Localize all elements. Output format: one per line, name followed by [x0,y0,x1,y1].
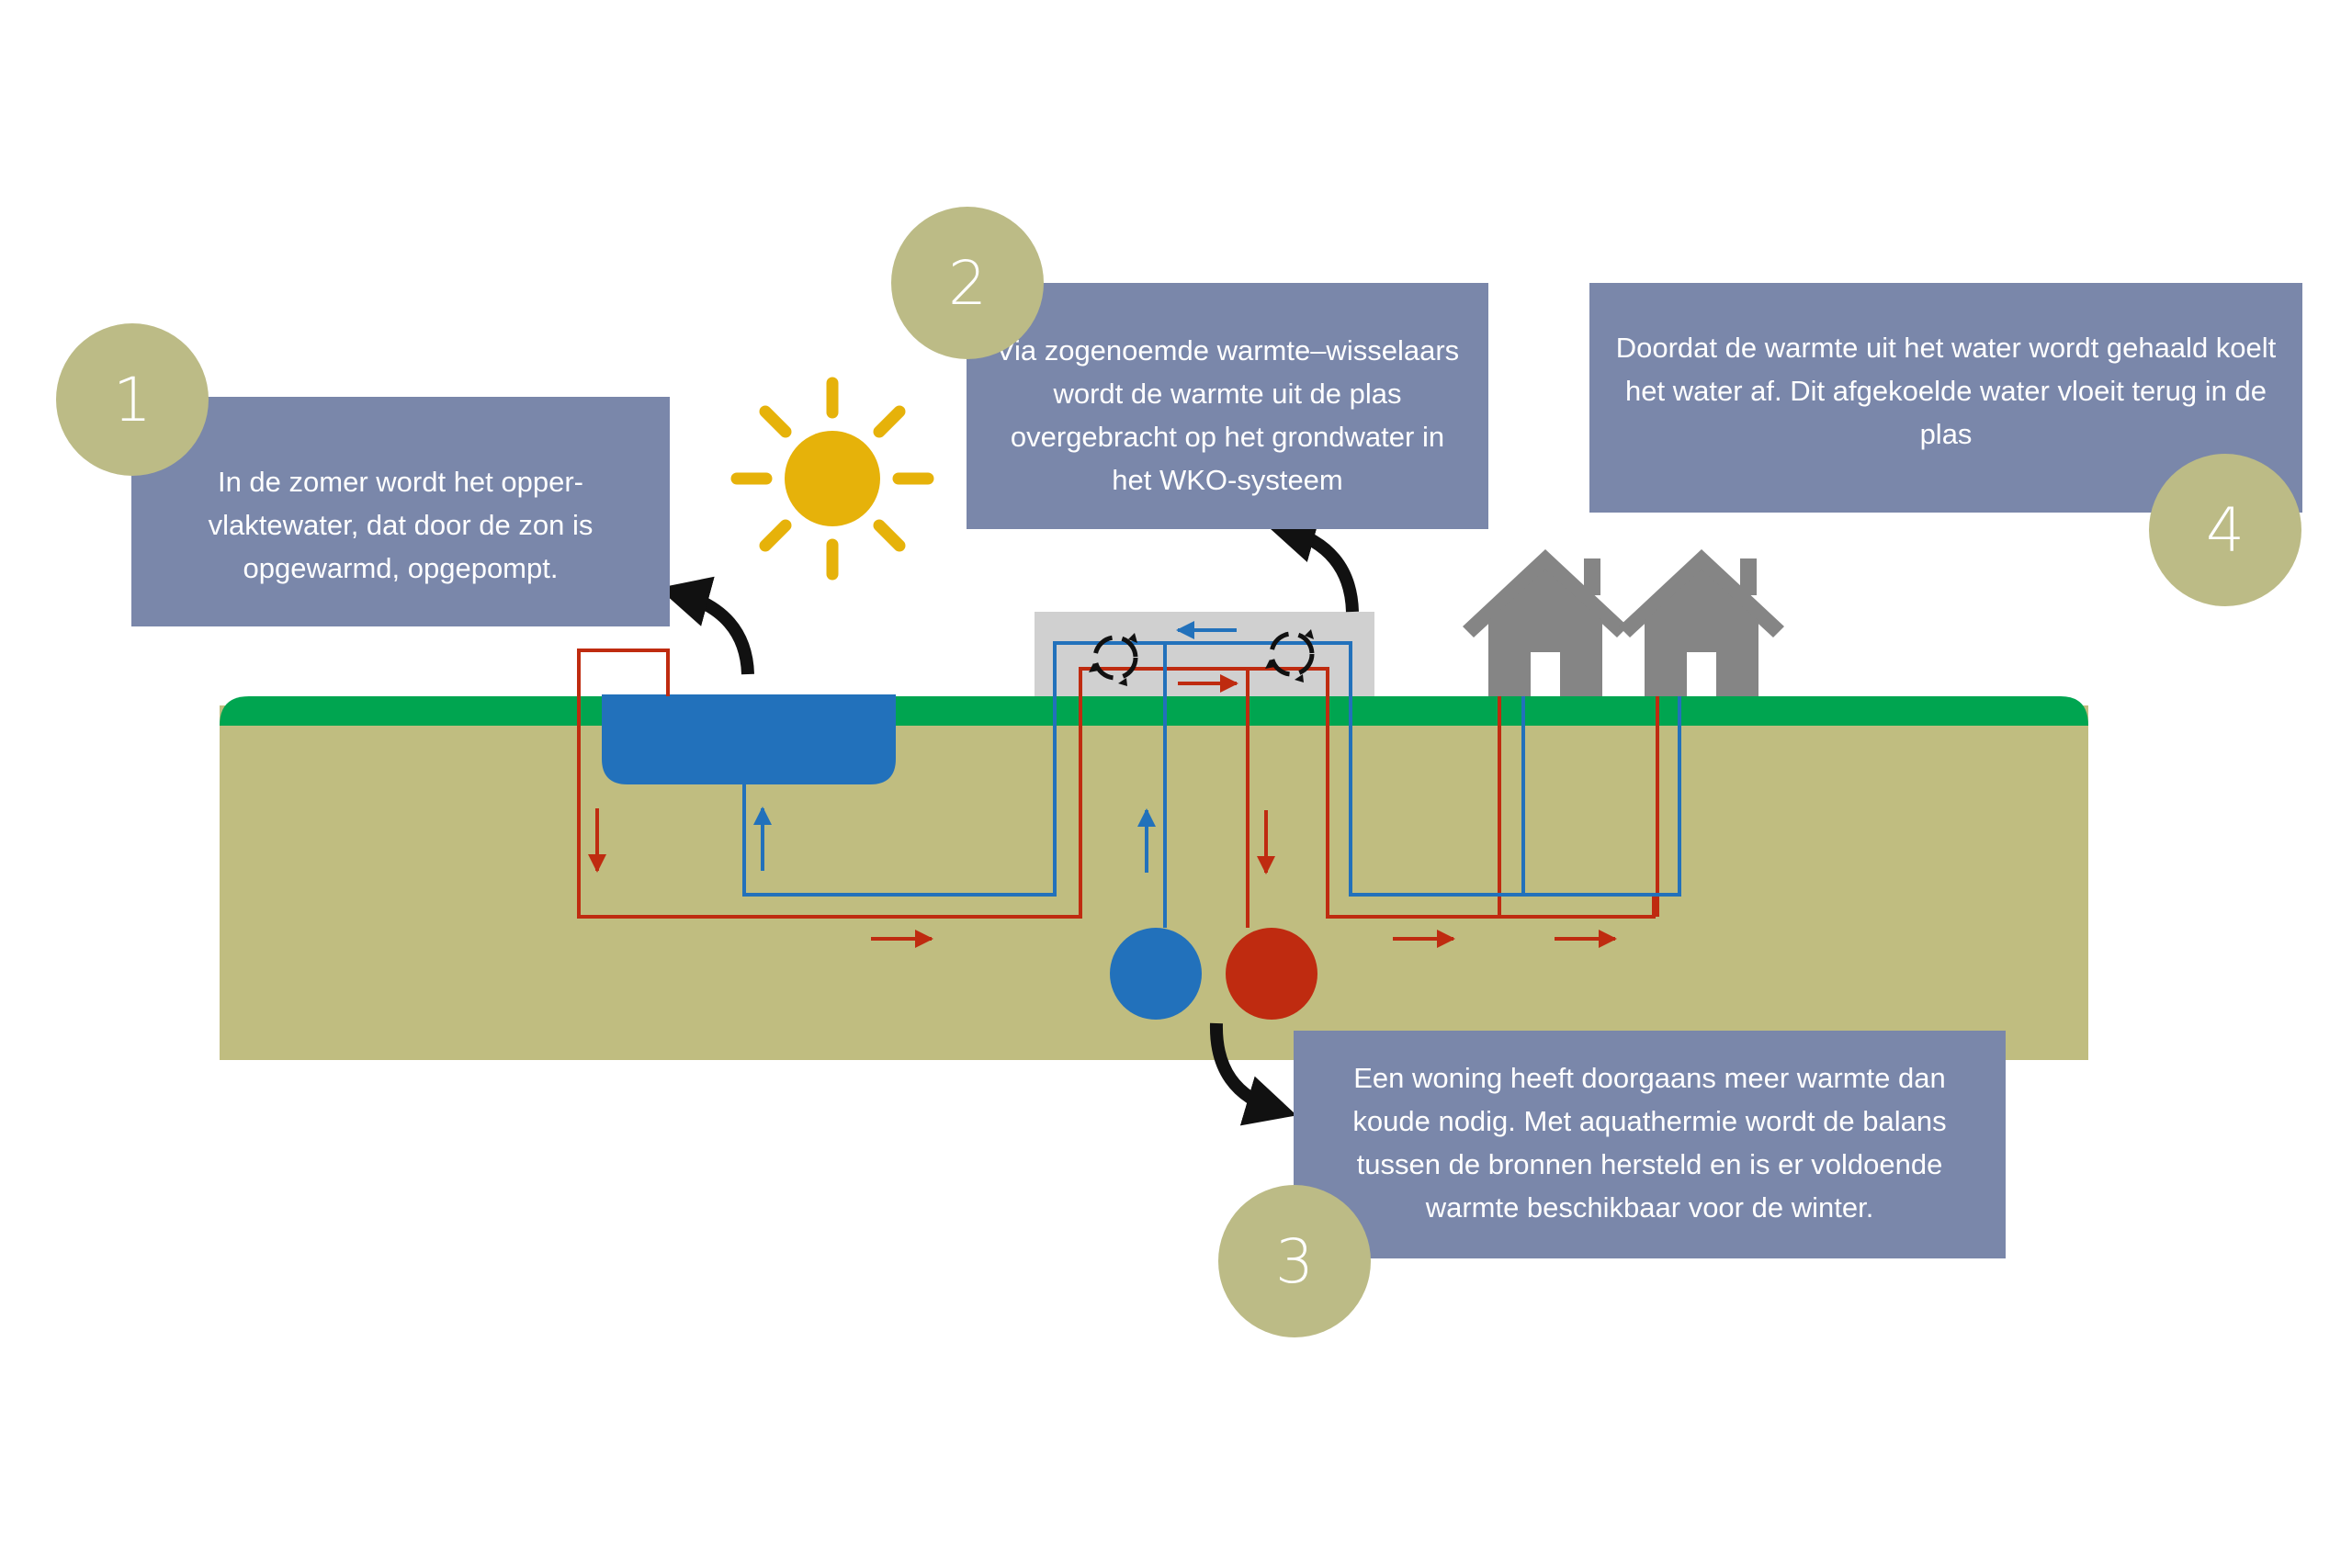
grass-strip [220,696,2088,726]
step-2-text: Via zogenoemde warmte–wisselaars wordt d… [995,334,1460,496]
house-icon [1619,549,1784,696]
step-4-description: Doordat de warmte uit het water wordt ge… [1589,283,2302,513]
house-icon [1463,549,1628,696]
warm-well [1226,928,1317,1020]
step-1-number: 1 [113,364,152,435]
step-4-number: 4 [2206,494,2245,566]
step-2-description: Via zogenoemde warmte–wisselaars wordt d… [967,283,1488,529]
step-3-number: 3 [1275,1225,1314,1297]
pond [602,694,896,784]
step-3-badge: 3 [1218,1185,1371,1337]
warm-pipe-pond-intake [577,649,1656,919]
step-1-badge: 1 [56,323,209,476]
cold-well [1110,928,1202,1020]
step-3-description: Een woning heeft doorgaans meer warmte d… [1294,1031,2006,1258]
curved-arrow-icon [658,576,754,675]
step-2-badge: 2 [891,207,1044,359]
curved-arrow-icon [1264,513,1359,613]
step-4-text: Doordat de warmte uit het water wordt ge… [1615,331,2277,450]
step-1-text: In de zomer wordt het opper-vlaktewater,… [208,465,594,584]
cold-pipe-pond-return [742,641,1681,897]
step-3-text: Een woning heeft doorgaans meer warmte d… [1352,1062,1947,1224]
step-2-number: 2 [948,247,987,319]
sun-icon [730,377,934,581]
step-4-badge: 4 [2149,454,2301,606]
step-1-description: In de zomer wordt het opper-vlaktewater,… [131,397,670,626]
curved-arrow-icon [1209,1022,1297,1126]
